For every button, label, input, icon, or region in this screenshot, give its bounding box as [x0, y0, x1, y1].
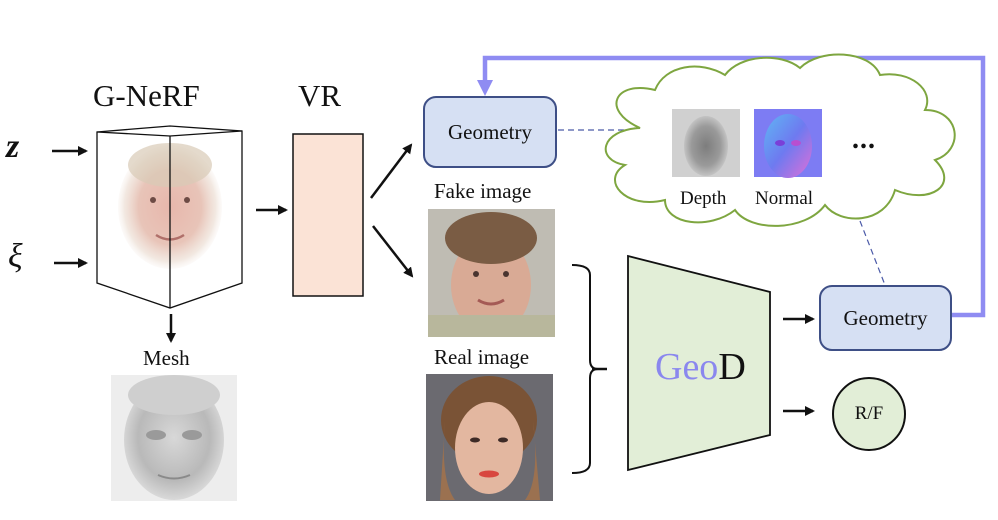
- geod-label-suffix: D: [718, 346, 746, 388]
- geometry-box-bottom: Geometry: [819, 285, 952, 351]
- geod-label-prefix: Geo: [655, 346, 719, 388]
- fake-image-photo: [428, 209, 555, 337]
- geometry-feedback-line: [477, 55, 986, 318]
- more-geometry-ellipsis: ...: [852, 124, 876, 155]
- depth-map-image: [672, 109, 740, 177]
- real-image-photo: [426, 374, 553, 501]
- latent-z-symbol: z: [6, 128, 20, 165]
- mesh-label: Mesh: [143, 346, 190, 370]
- real-fake-label: R/F: [854, 403, 884, 424]
- vr-title: VR: [298, 78, 342, 113]
- g-nerf-eye-right: [184, 197, 190, 203]
- real-image-label: Real image: [434, 345, 530, 369]
- geod-discriminator-block: [627, 254, 771, 472]
- cube-top-edge-left: [96, 131, 171, 137]
- g-nerf-cube: [96, 125, 243, 309]
- fake-image-label: Fake image: [434, 179, 532, 203]
- geometry-box-top: Geometry: [423, 96, 557, 168]
- depth-label: Depth: [680, 188, 727, 209]
- vr-block: [292, 133, 364, 297]
- vr-to-geometry-arrow: [370, 143, 413, 199]
- mesh-image: [111, 375, 237, 501]
- cube-outline: [96, 125, 243, 309]
- geod-label: GeoD: [655, 345, 746, 389]
- normal-map-image: [754, 109, 822, 178]
- noise-xi-symbol: ξ: [8, 238, 23, 275]
- vr-to-fake-image-arrow: [372, 225, 414, 278]
- real-fake-output: R/F: [832, 377, 906, 451]
- geometry-box-bottom-label: Geometry: [843, 305, 928, 330]
- cube-top-edge-right: [169, 130, 243, 137]
- normal-label: Normal: [755, 188, 814, 209]
- g-nerf-title: G-NeRF: [93, 78, 200, 113]
- g-nerf-eye-left: [150, 197, 156, 203]
- cloud-geometry-dashed-link: [859, 220, 886, 286]
- geometry-box-top-label: Geometry: [448, 119, 532, 144]
